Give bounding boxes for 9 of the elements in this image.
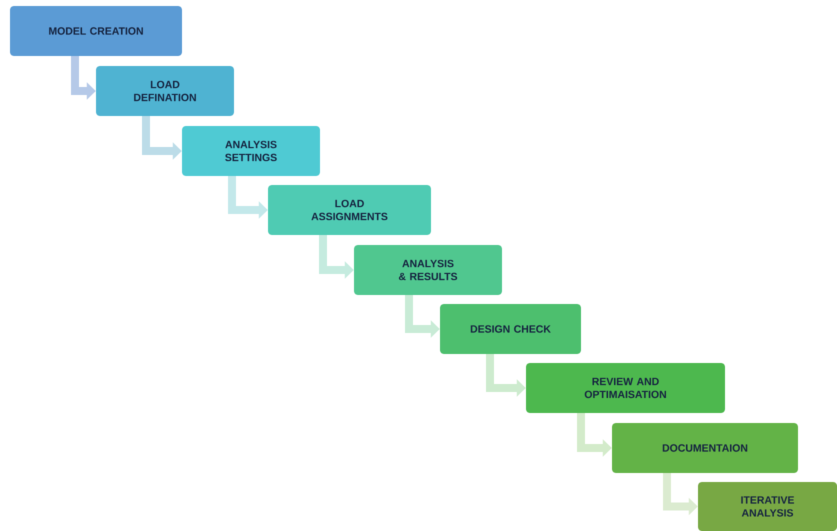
process-box: REVIEW AND OPTIMAISATION bbox=[526, 363, 725, 413]
process-box: MODEL CREATION bbox=[10, 6, 182, 56]
process-box: ANALYSIS SETTINGS bbox=[182, 126, 320, 176]
process-box: DOCUMENTAION bbox=[612, 423, 798, 473]
process-box: LOAD DEFINATION bbox=[96, 66, 234, 116]
process-box: LOAD ASSIGNMENTS bbox=[268, 185, 431, 235]
process-box: ANALYSIS & RESULTS bbox=[354, 245, 502, 295]
process-box: ITERATIVE ANALYSIS bbox=[698, 482, 837, 531]
process-box: DESIGN CHECK bbox=[440, 304, 581, 354]
